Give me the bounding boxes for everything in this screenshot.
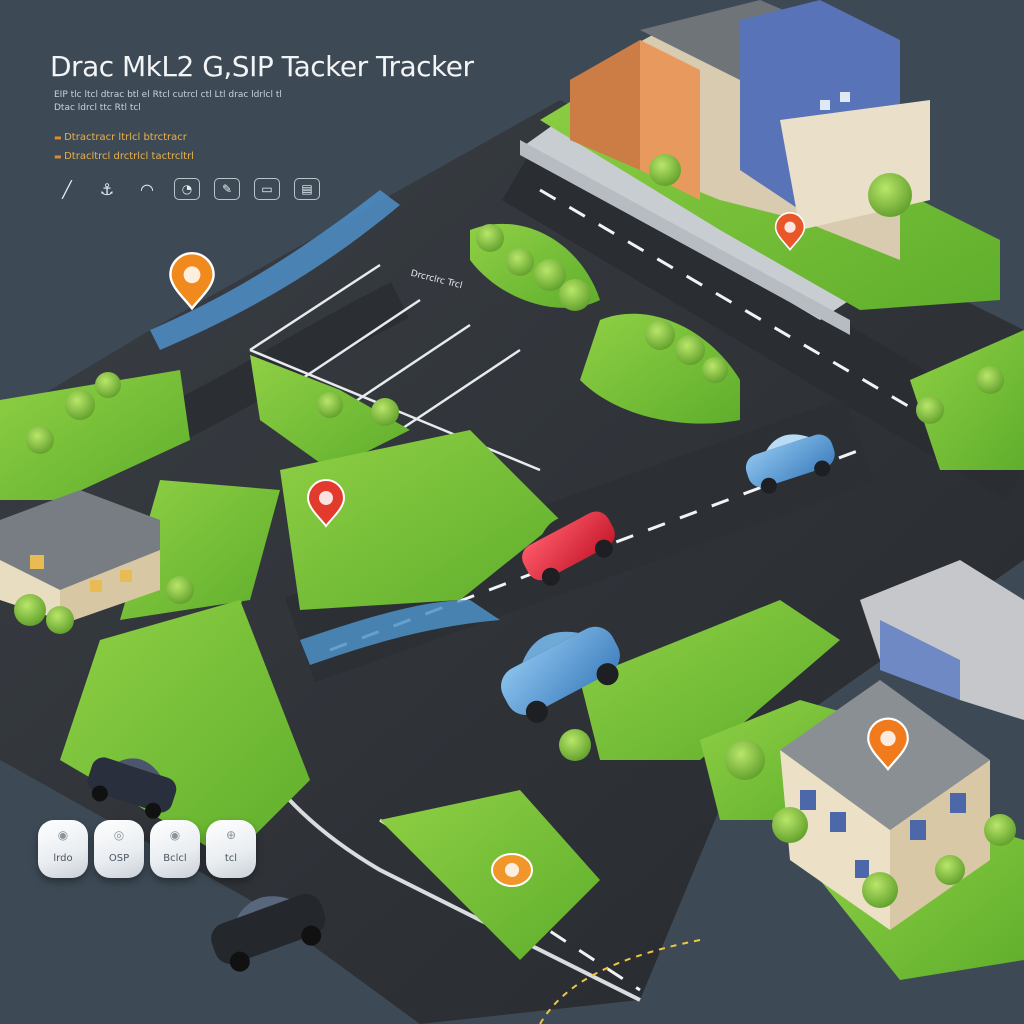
- device-chip-2-label: OSP: [108, 853, 130, 864]
- device-chip-1-label: lrdo: [53, 853, 73, 864]
- signal-icon[interactable]: ◠: [140, 179, 154, 199]
- dark-car-bottom: [211, 893, 326, 972]
- route-icon[interactable]: ╱: [62, 179, 72, 199]
- subtitle-line-2: Dtac ldrcl ttc Rtl tcl: [54, 103, 141, 113]
- pencil-icon[interactable]: ✎: [214, 178, 240, 200]
- dark-car-left: [87, 757, 177, 819]
- orange-pin-left[interactable]: [169, 252, 215, 311]
- car-icon[interactable]: ▤: [294, 178, 320, 200]
- lock-icon: ⊕: [225, 828, 237, 842]
- device-chip-3-label: Bclcl: [163, 853, 187, 864]
- device-chip-4-label: tcl: [224, 853, 238, 864]
- page-title: Drac MkL2 G,SIP Tacker Tracker: [50, 50, 474, 83]
- blue-car-right: [745, 434, 835, 494]
- water-channel: [150, 190, 400, 350]
- anchor-icon[interactable]: ⚓: [99, 179, 115, 199]
- device-chip-2[interactable]: ◎ OSP: [94, 820, 144, 878]
- route-trail: [539, 939, 701, 1024]
- water-canal: [300, 600, 500, 665]
- subtitle-line-1: EIP tlc ltcl dtrac btl el Rtcl cutrcl ct…: [54, 90, 282, 100]
- orange-disc-bottom[interactable]: [491, 853, 533, 887]
- red-car: [522, 511, 615, 586]
- device-chip-3[interactable]: ◉ Bclcl: [150, 820, 200, 878]
- orange-pin-top[interactable]: [774, 212, 806, 251]
- red-pin-center[interactable]: [306, 479, 346, 528]
- message-icon[interactable]: ▭: [254, 178, 280, 200]
- device-chip-1[interactable]: ◉ lrdo: [38, 820, 88, 878]
- trees: [14, 154, 1016, 908]
- map-markers: [169, 212, 909, 887]
- gauge-icon[interactable]: ◔: [174, 178, 200, 200]
- device-chip-4[interactable]: ⊕ tcl: [206, 820, 256, 878]
- feature-bullet-2: Dtracltrcl drctrlcl tactrcltrl: [54, 151, 194, 162]
- feature-bullet-1: Dtractracr ltrlcl btrctracr: [54, 132, 187, 143]
- tracker-icon: ◎: [113, 828, 125, 842]
- person-icon: ◉: [57, 828, 69, 842]
- feature-icon-row: ╱ ⚓ ◠ ◔ ✎ ▭ ▤: [54, 176, 320, 202]
- person-icon: ◉: [169, 828, 181, 842]
- blue-car-center: [501, 626, 620, 723]
- orange-pin-house[interactable]: [867, 717, 909, 772]
